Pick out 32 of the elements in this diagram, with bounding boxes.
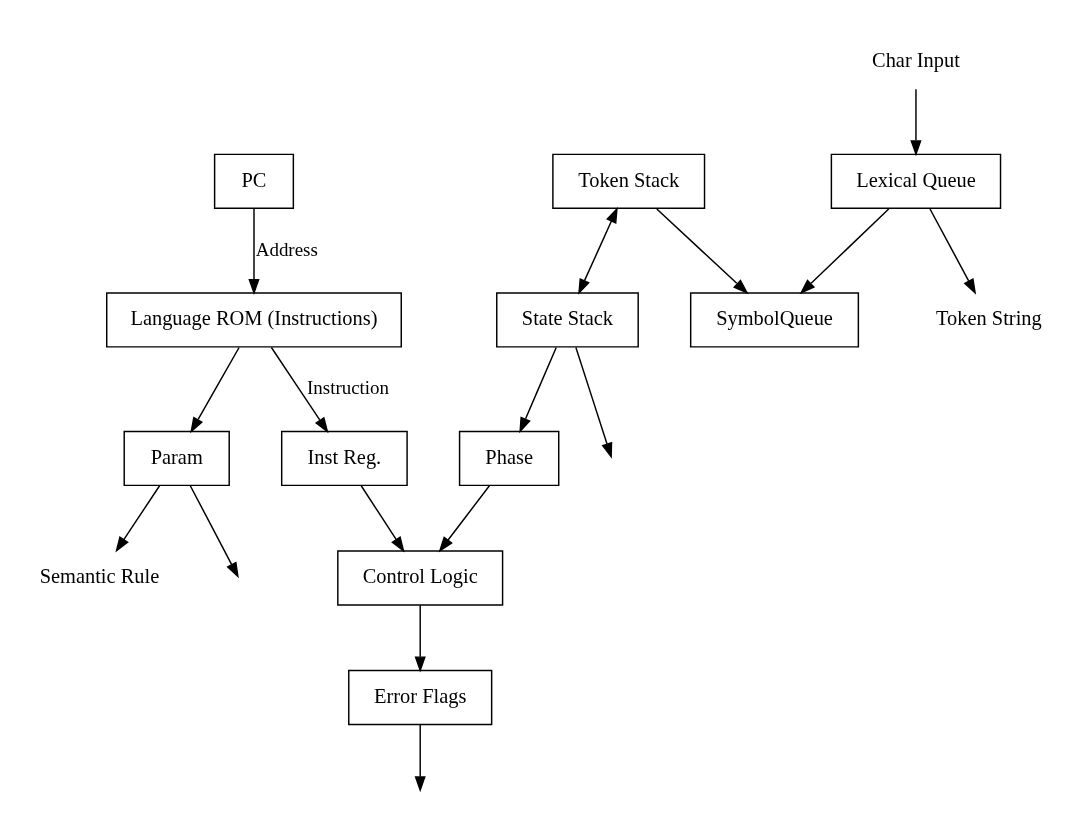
arrow: [248, 207, 260, 295]
node-text: Semantic Rule: [39, 564, 160, 587]
node-box: Phase: [458, 430, 560, 486]
arrow: [910, 87, 922, 156]
node-box: SymbolQueue: [689, 291, 860, 348]
node-box: Error Flags: [348, 669, 493, 725]
node-box: Param: [123, 430, 230, 486]
arrow: [190, 346, 240, 433]
node-box: Language ROM (Instructions): [106, 291, 402, 348]
node-text: Token String: [936, 306, 1042, 329]
arrow: [115, 484, 161, 553]
arrow: [414, 723, 426, 792]
node-box: Token Stack: [552, 153, 706, 209]
node-box: Control Logic: [337, 549, 504, 606]
arrow: [519, 346, 557, 433]
arrow: [438, 484, 491, 552]
arrow: [270, 346, 329, 433]
edge-label: Instruction: [307, 376, 390, 398]
node-box: Lexical Queue: [830, 153, 1002, 209]
arrow: [414, 604, 426, 672]
arrow: [360, 484, 405, 553]
node-box: Inst Reg.: [280, 430, 408, 486]
node-box: PC: [213, 153, 295, 209]
arrow: [929, 207, 977, 295]
edge-label: Address: [255, 238, 318, 260]
node-box: State Stack: [496, 291, 639, 348]
arrow: [656, 207, 749, 294]
arrow: [189, 484, 239, 578]
node-text: Char Input: [872, 48, 960, 71]
arrow: [799, 207, 890, 294]
arrow: [575, 346, 613, 459]
arrow: [578, 206, 618, 295]
